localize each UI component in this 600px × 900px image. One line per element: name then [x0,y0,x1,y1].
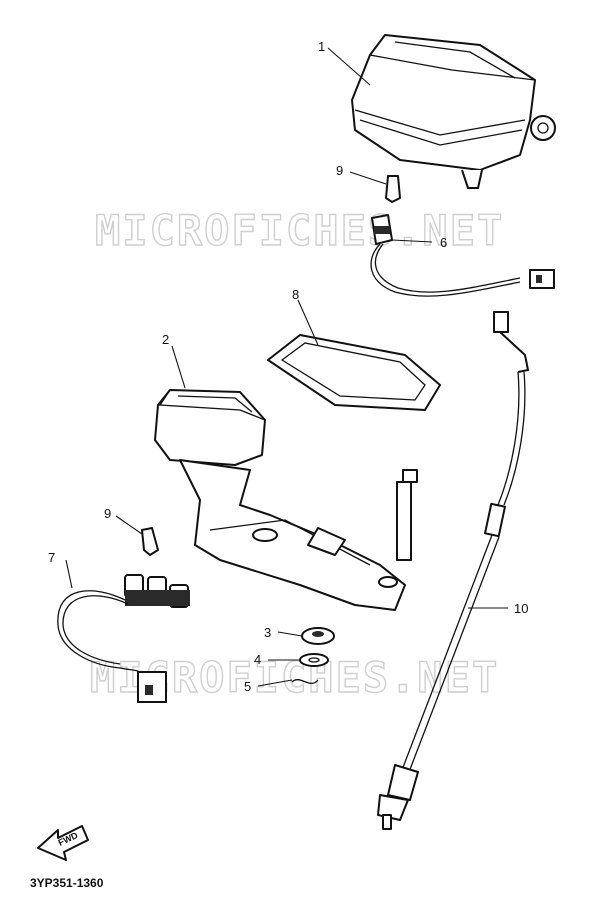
part-9-bulb-left [141,527,159,556]
part-3-grommet [301,627,335,645]
callout-9-top: 9 [336,163,343,178]
callout-2: 2 [162,332,169,347]
callout-10: 10 [514,601,528,616]
bolt [396,469,418,561]
part-2-meter-assembly [154,389,406,611]
part-5-clip [291,679,319,685]
part-9-bulb-top [385,175,401,203]
forward-arrow-icon: FWD [37,825,89,861]
diagram-code: 3YP351-1360 [30,876,104,890]
part-7-socket-cord [57,574,190,703]
callout-5: 5 [244,679,251,694]
callout-3: 3 [264,625,271,640]
callout-7: 7 [48,550,55,565]
part-6-socket-cord [370,214,555,297]
callout-6: 6 [440,235,447,250]
part-4-washer [299,653,329,667]
callout-4: 4 [254,652,261,667]
part-10-meter-cable [377,311,529,830]
part-1-meter-housing [351,34,556,189]
callout-9-left: 9 [104,506,111,521]
callout-8: 8 [292,287,299,302]
part-8-gasket [267,334,441,411]
leader-lines [65,47,508,687]
callout-1: 1 [318,39,325,54]
watermark-top: MICROFICHES.NET [95,206,504,255]
